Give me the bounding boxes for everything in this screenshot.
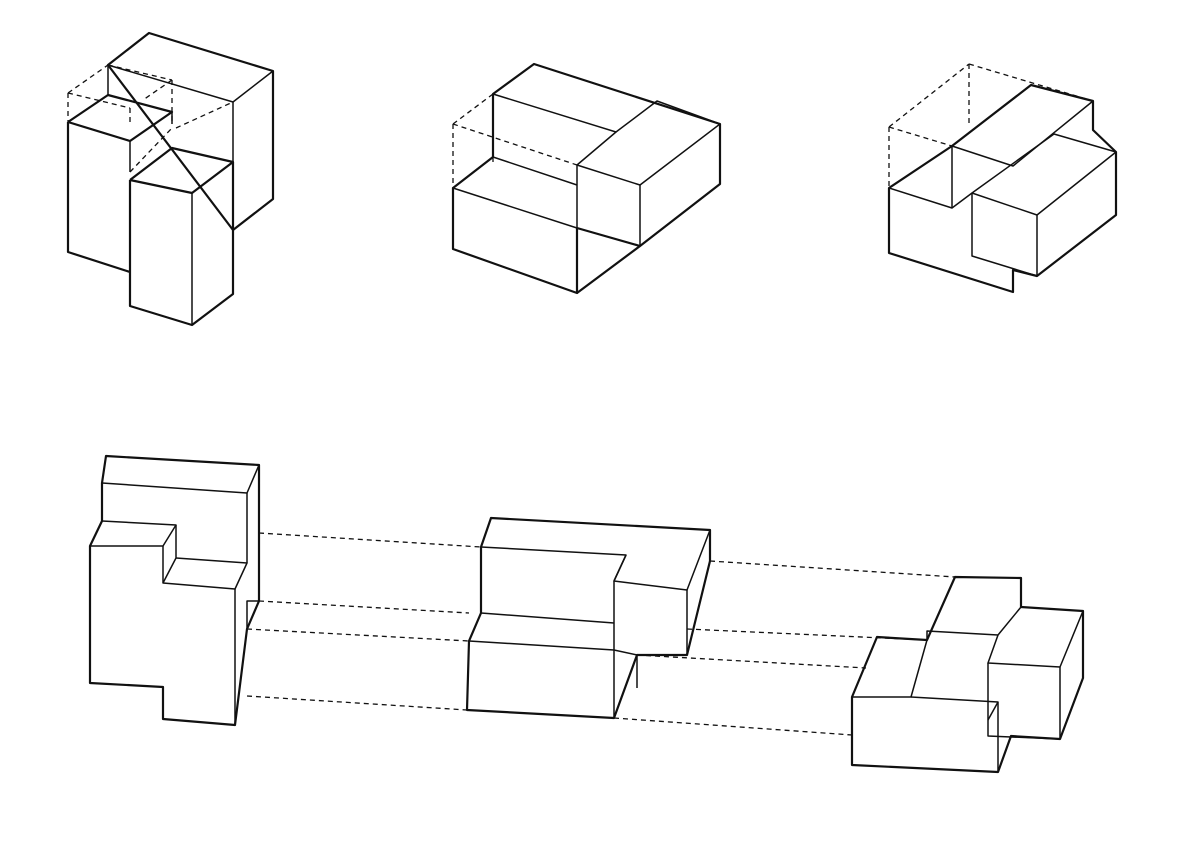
projection-lines (246, 532, 956, 736)
assembly-right (850, 575, 1085, 774)
assembly-middle (465, 516, 712, 720)
hidden-edges (888, 63, 1094, 188)
figure-solid-stepped (887, 63, 1118, 294)
assembly-left (88, 454, 261, 727)
figure-solid-wide (451, 62, 722, 295)
figure-solid-tall (66, 31, 275, 327)
